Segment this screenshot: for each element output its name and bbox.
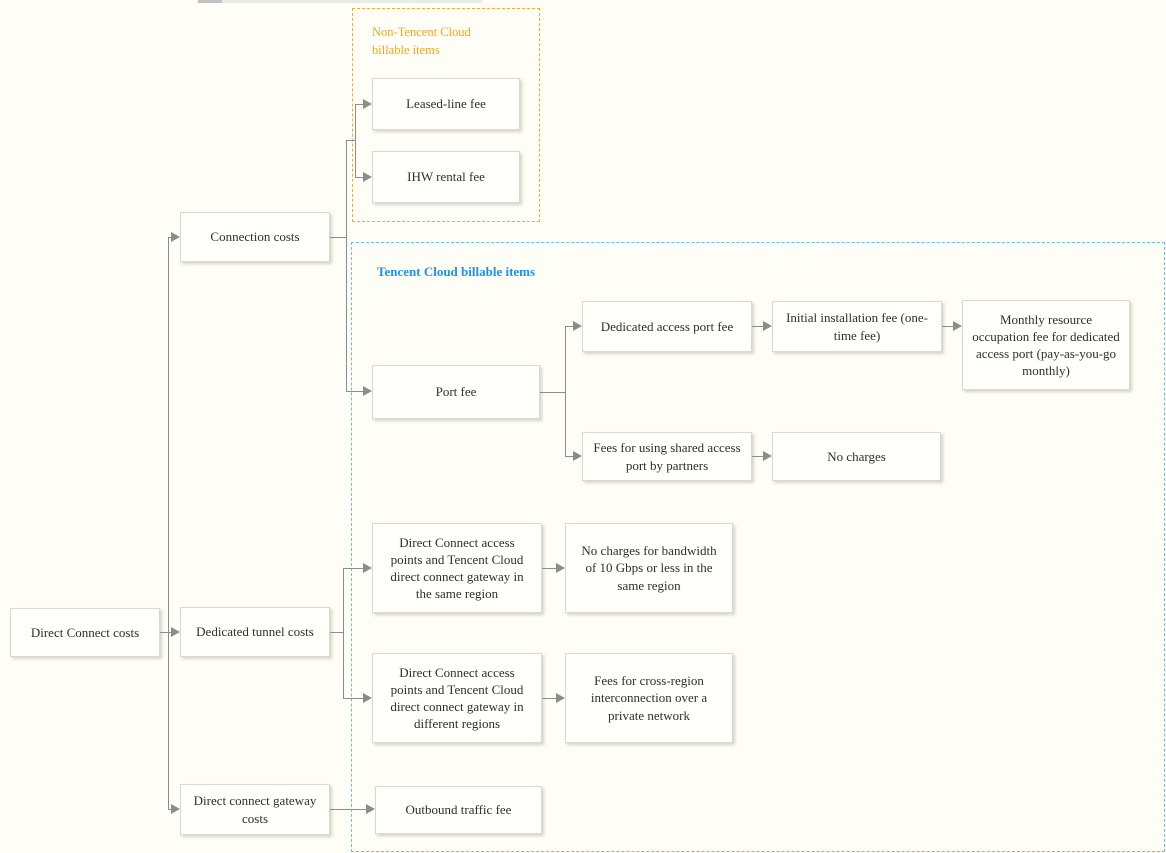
connector-to-gateway [168,809,173,810]
arrow-head-shared-port [573,451,582,461]
arrow-head-bandwidth-free [556,563,565,573]
node-monthly-resource-fee: Monthly resource occupation fee for dedi… [962,300,1130,390]
arrow-head-cross-region [556,693,565,703]
tencent-group-border [351,242,1165,852]
connector-tunnel-branch-vertical [343,568,344,699]
node-dedicated-access-port-fee: Dedicated access port fee [582,301,752,352]
arrow-head-tunnel [171,627,180,637]
connector-to-monthly-fee [942,326,953,327]
connector-to-bandwidth-free [542,568,556,569]
connector-root-to-tunnel [160,632,172,633]
node-ihw-rental-fee: IHW rental fee [372,151,520,203]
connector-to-port [346,391,363,392]
arrow-head-connection [171,232,180,242]
node-no-charges-bandwidth: No charges for bandwidth of 10 Gbps or l… [565,523,733,613]
non-tencent-group-label: Non-Tencent Cloud billable items [372,25,471,57]
arrow-head-ihw [363,172,372,182]
arrow-head-initial-fee [763,321,772,331]
arrow-head-same-region [363,563,372,573]
node-access-points-different-regions: Direct Connect access points and Tencent… [372,653,542,743]
connector-spine-vertical [168,237,169,809]
connector-to-same-region [343,568,363,569]
non-tencent-group-border [352,8,540,222]
connector-to-dedicated-port [565,326,573,327]
connector-to-leased [355,104,363,105]
node-cross-region-fees: Fees for cross-region interconnection ov… [565,653,733,743]
node-initial-installation-fee: Initial installation fee (one-time fee) [772,301,942,352]
connector-tunnel-stub [330,632,343,633]
arrow-head-outbound [366,804,375,814]
node-port-fee: Port fee [372,365,540,419]
node-direct-connect-gateway-costs: Direct connect gateway costs [180,784,330,835]
connector-port-out [540,392,565,393]
connector-to-outbound [330,809,366,810]
connector-port-branch-vertical [565,326,566,457]
node-direct-connect-costs: Direct Connect costs [10,608,160,657]
arrow-head-dedicated-port [573,321,582,331]
node-access-points-same-region: Direct Connect access points and Tencent… [372,523,542,613]
node-shared-access-port-fees: Fees for using shared access port by par… [582,432,752,481]
arrow-head-no-charges [763,451,772,461]
node-no-charges: No charges [772,432,941,481]
connector-to-initial-fee [752,326,763,327]
connector-to-connection [168,237,173,238]
connector-top-feed [346,140,355,141]
arrow-head-port [363,386,372,396]
connector-connection-branch-vertical [346,140,347,392]
arrow-head-monthly-fee [953,321,962,331]
node-connection-costs: Connection costs [180,212,330,262]
node-outbound-traffic-fee: Outbound traffic fee [375,786,542,834]
node-dedicated-tunnel-costs: Dedicated tunnel costs [180,607,330,657]
connector-to-different-regions [343,698,363,699]
connector-to-no-charges [752,456,763,457]
top-edge-artifact-dark [198,0,222,3]
connector-to-cross-region [542,698,556,699]
arrow-head-different-regions [363,693,372,703]
arrow-head-gateway [171,804,180,814]
connector-connection-stub [330,237,346,238]
connector-to-ihw [355,177,363,178]
connector-top-pair-vertical [355,104,356,178]
connector-to-shared-port [565,456,573,457]
tencent-group-label: Tencent Cloud billable items [377,264,536,279]
arrow-head-leased [363,99,372,109]
node-leased-line-fee: Leased-line fee [372,78,520,130]
top-edge-artifact-light [222,0,482,3]
